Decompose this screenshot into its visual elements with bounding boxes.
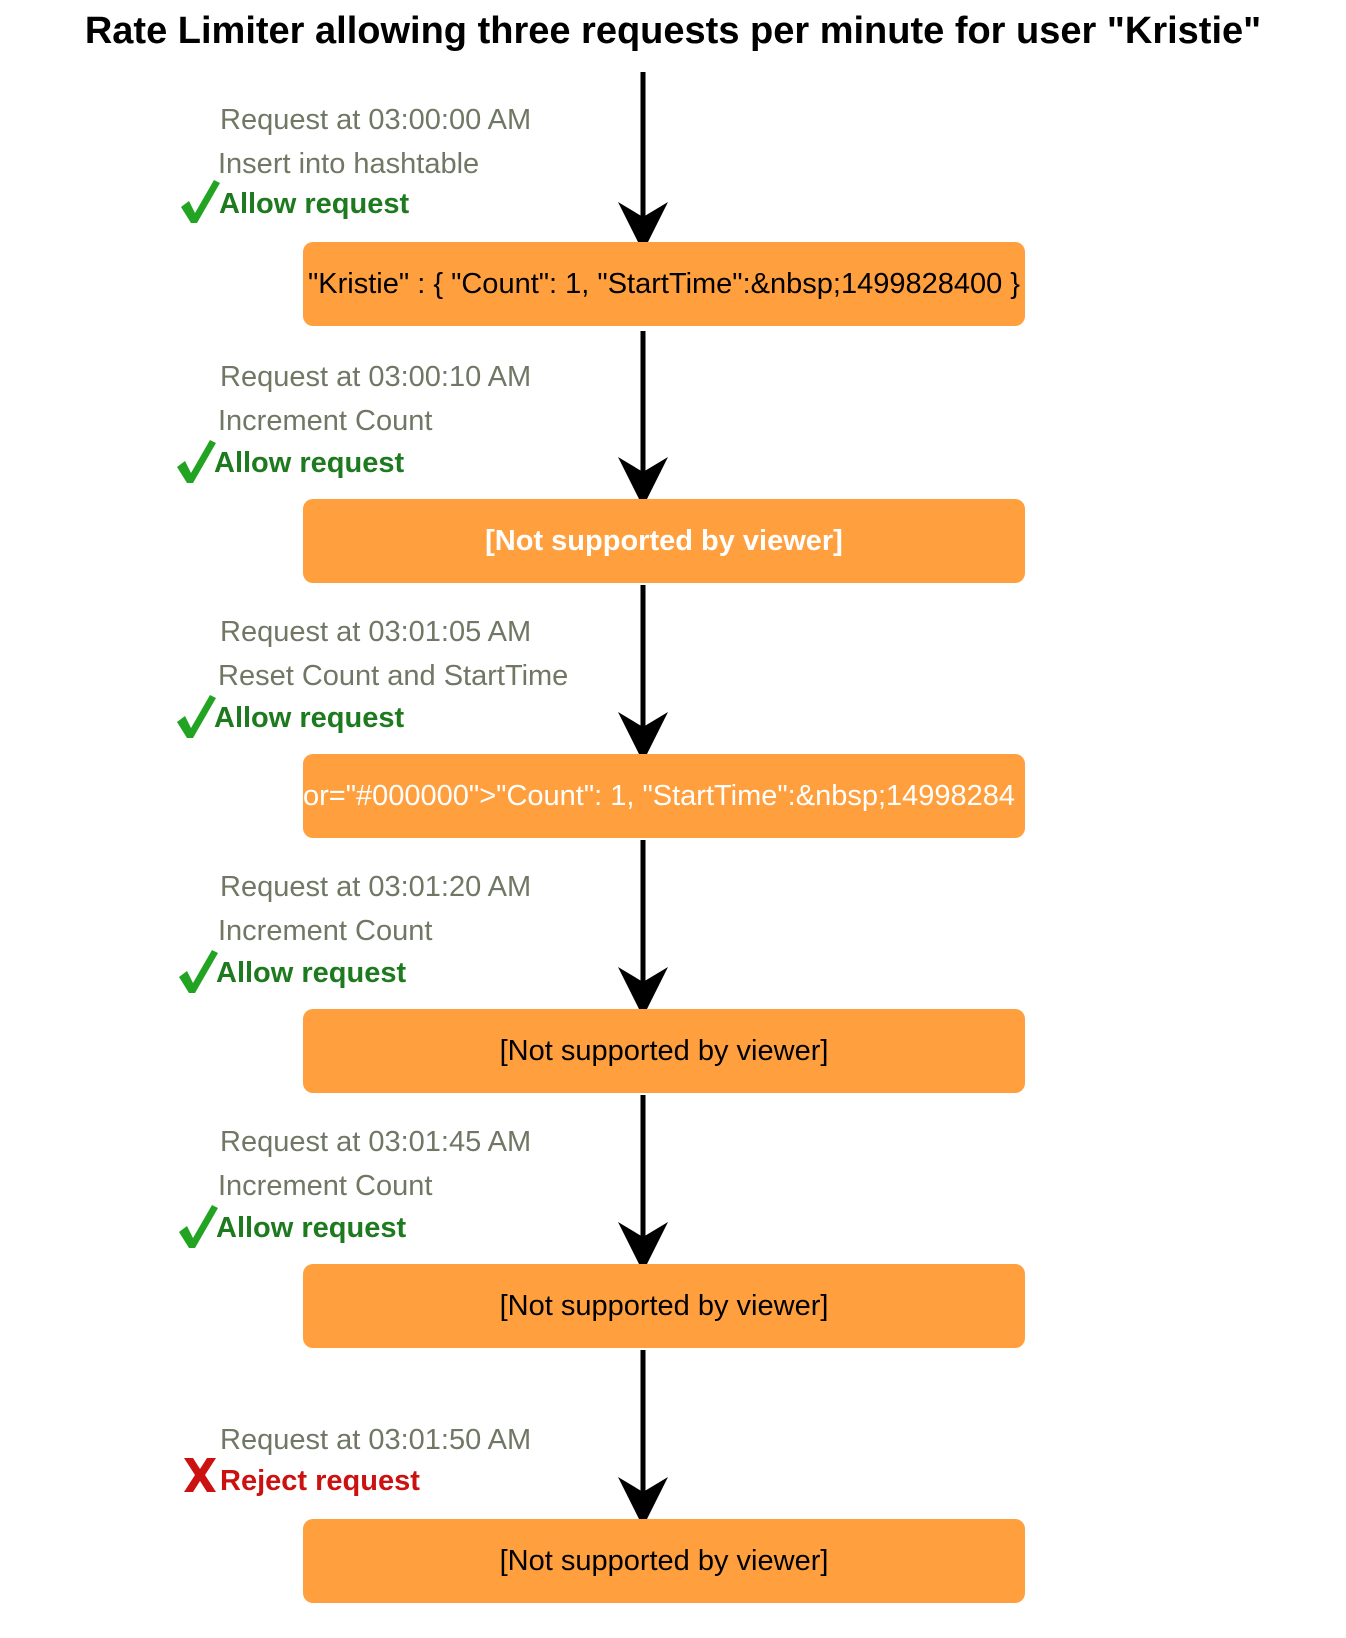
request-time-3: Request at 03:01:05 AM — [220, 616, 532, 648]
action-2: Increment Count — [218, 405, 433, 437]
action-1: Insert into hashtable — [218, 148, 480, 180]
action-3: Reset Count and StartTime — [218, 660, 569, 692]
request-time-2: Request at 03:00:10 AM — [220, 361, 532, 393]
request-time-5: Request at 03:01:45 AM — [220, 1126, 532, 1158]
hashtable-node-3: or="#000000">"Count": 1, "StartTime":&nb… — [303, 754, 1025, 838]
node-text-2: [Not supported by viewer] — [485, 524, 843, 557]
node-text-4: [Not supported by viewer] — [499, 1034, 829, 1067]
request-time-6: Request at 03:01:50 AM — [220, 1424, 532, 1456]
hashtable-node-2: [Not supported by viewer] — [303, 499, 1025, 583]
hashtable-node-6: [Not supported by viewer] — [303, 1519, 1025, 1603]
hashtable-node-1: "Kristie" : { "Count": 1, "StartTime":&n… — [303, 242, 1025, 326]
check-icon — [177, 695, 216, 738]
verdict-6: Reject request — [220, 1465, 420, 1497]
node-text-1: "Kristie" : { "Count": 1, "StartTime":&n… — [308, 267, 1020, 300]
verdict-3: Allow request — [214, 702, 405, 734]
request-time-1: Request at 03:00:00 AM — [220, 104, 532, 136]
verdict-2: Allow request — [214, 447, 405, 479]
action-5: Increment Count — [218, 1170, 433, 1202]
verdict-1: Allow request — [219, 188, 410, 220]
node-text-5: [Not supported by viewer] — [499, 1289, 829, 1322]
node-text-6: [Not supported by viewer] — [499, 1544, 829, 1577]
action-4: Increment Count — [218, 915, 433, 947]
diagram-title: Rate Limiter allowing three requests per… — [84, 10, 1262, 52]
verdict-4: Allow request — [216, 957, 407, 989]
check-icon — [179, 950, 218, 993]
check-icon — [177, 440, 216, 483]
request-time-4: Request at 03:01:20 AM — [220, 871, 532, 903]
hashtable-node-4: [Not supported by viewer] — [303, 1009, 1025, 1093]
hashtable-node-5: [Not supported by viewer] — [303, 1264, 1025, 1348]
check-icon — [181, 180, 220, 223]
cross-icon — [184, 1458, 216, 1492]
check-icon — [179, 1205, 218, 1248]
node-text-3: or="#000000">"Count": 1, "StartTime":&nb… — [303, 779, 1016, 812]
verdict-5: Allow request — [216, 1212, 407, 1244]
